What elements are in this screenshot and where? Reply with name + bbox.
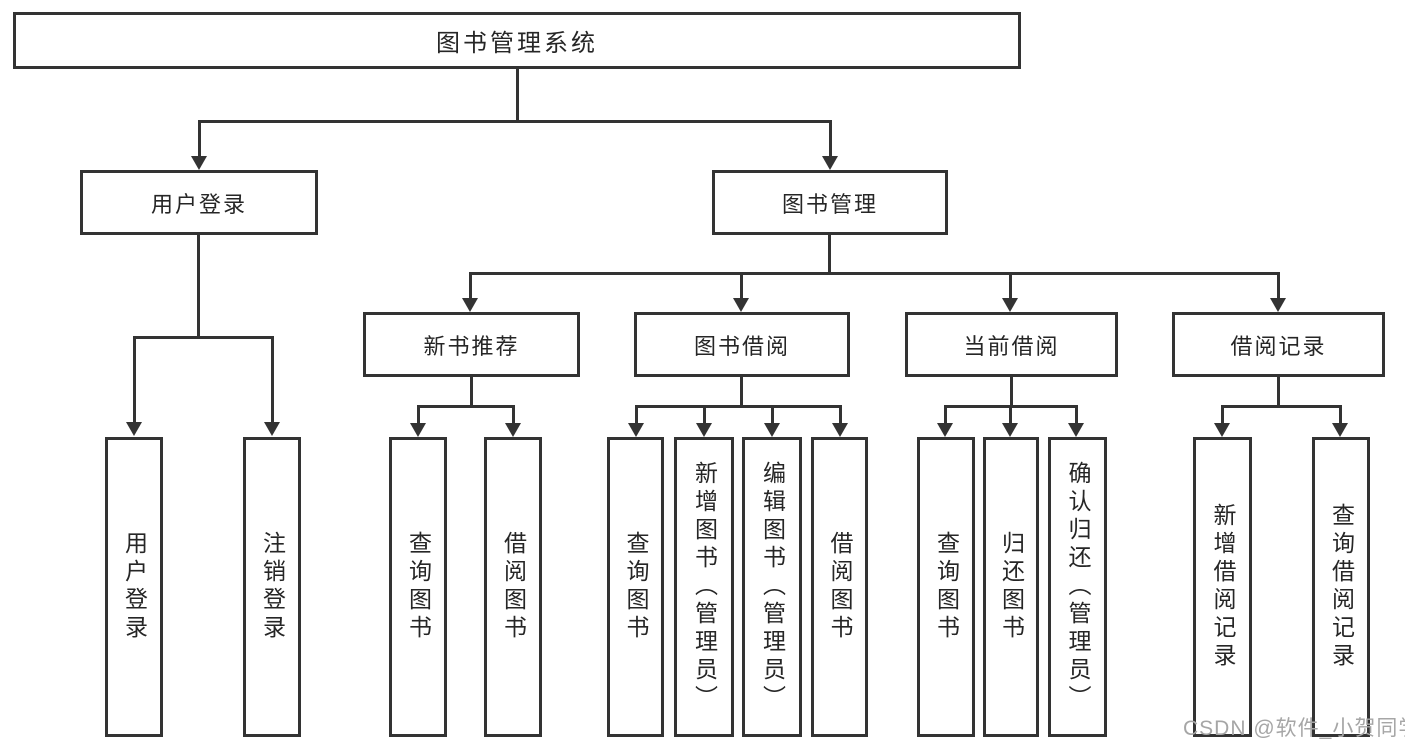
arrowhead-down (937, 423, 953, 437)
connector (635, 405, 638, 424)
node-borrowing-records: 借阅记录 (1172, 312, 1385, 377)
node-user-login: 用户登录 (80, 170, 318, 235)
leaf-logout: 注销登录 (243, 437, 301, 737)
connector (197, 233, 200, 338)
connector (1221, 405, 1342, 408)
connector (198, 120, 832, 123)
connector (516, 67, 519, 122)
arrowhead-down (1002, 423, 1018, 437)
node-book-borrowing-label: 图书借阅 (693, 333, 790, 359)
connector (1075, 405, 1078, 424)
node-user-login-label: 用户登录 (150, 191, 247, 217)
connector (198, 120, 201, 157)
arrowhead-down (832, 423, 848, 437)
leaf-borrow-book: 借阅图书 (811, 437, 868, 737)
leaf-add-book-admin-label: 新增图书（管理员） (691, 461, 718, 713)
node-borrowing-records-label: 借阅记录 (1230, 333, 1327, 359)
connector (1277, 375, 1280, 407)
arrowhead-down (1270, 298, 1286, 312)
arrowhead-down (462, 298, 478, 312)
connector (829, 120, 832, 157)
connector (1277, 272, 1280, 299)
connector (1009, 405, 1012, 424)
connector (417, 405, 420, 424)
connector (469, 272, 472, 299)
arrowhead-down (126, 422, 142, 436)
connector (771, 405, 774, 424)
arrowhead-down (1332, 423, 1348, 437)
leaf-return-book: 归还图书 (983, 437, 1039, 737)
arrowhead-down (696, 423, 712, 437)
leaf-query-book-current-label: 查询图书 (933, 531, 960, 643)
arrowhead-down (264, 422, 280, 436)
node-new-book-recommend: 新书推荐 (363, 312, 580, 377)
leaf-query-book-current: 查询图书 (917, 437, 975, 737)
node-new-book-recommend-label: 新书推荐 (423, 333, 520, 359)
leaf-edit-book-admin-label: 编辑图书（管理员） (759, 461, 786, 713)
connector (828, 233, 831, 274)
arrowhead-down (764, 423, 780, 437)
connector (839, 405, 842, 424)
arrowhead-down (191, 156, 207, 170)
connector (469, 272, 1279, 275)
leaf-edit-book-admin: 编辑图书（管理员） (742, 437, 802, 737)
node-current-borrowing: 当前借阅 (905, 312, 1118, 377)
leaf-confirm-return-admin: 确认归还（管理员） (1048, 437, 1107, 737)
node-book-management: 图书管理 (712, 170, 948, 235)
connector (703, 405, 706, 424)
connector (133, 336, 274, 339)
leaf-add-book-admin: 新增图书（管理员） (674, 437, 734, 737)
leaf-add-borrow-record-label: 新增借阅记录 (1210, 503, 1236, 671)
connector (1009, 272, 1012, 299)
connector (1221, 405, 1224, 424)
leaf-logout-label: 注销登录 (259, 531, 286, 643)
leaf-user-login: 用户登录 (105, 437, 163, 737)
arrowhead-down (1068, 423, 1084, 437)
leaf-confirm-return-admin-label: 确认归还（管理员） (1065, 461, 1091, 713)
connector (1010, 375, 1013, 407)
node-library-system: 图书管理系统 (13, 12, 1021, 69)
connector (470, 375, 473, 407)
leaf-query-book-borrowing-label: 查询图书 (623, 531, 649, 643)
connector (1339, 405, 1342, 424)
node-library-system-label: 图书管理系统 (436, 30, 598, 57)
leaf-borrow-book-recommend: 借阅图书 (484, 437, 542, 737)
arrowhead-down (1214, 423, 1230, 437)
leaf-query-borrow-record-label: 查询借阅记录 (1328, 503, 1355, 671)
connector (271, 336, 274, 423)
connector (635, 405, 841, 408)
arrowhead-down (822, 156, 838, 170)
node-book-borrowing: 图书借阅 (634, 312, 850, 377)
arrowhead-down (628, 423, 644, 437)
arrowhead-down (505, 423, 521, 437)
leaf-query-book-borrowing: 查询图书 (607, 437, 664, 737)
node-current-borrowing-label: 当前借阅 (963, 333, 1060, 359)
leaf-borrow-book-label: 借阅图书 (827, 531, 853, 643)
connector (133, 336, 136, 423)
leaf-add-borrow-record: 新增借阅记录 (1193, 437, 1252, 737)
connector (417, 405, 515, 408)
connector (740, 272, 743, 299)
connector (740, 375, 743, 407)
arrowhead-down (733, 298, 749, 312)
leaf-query-borrow-record: 查询借阅记录 (1312, 437, 1370, 737)
connector (944, 405, 947, 424)
node-book-management-label: 图书管理 (781, 191, 878, 217)
arrowhead-down (410, 423, 426, 437)
arrowhead-down (1002, 298, 1018, 312)
watermark: CSDN @软件_小贺同学 (1183, 717, 1405, 740)
leaf-borrow-book-recommend-label: 借阅图书 (500, 531, 527, 643)
leaf-user-login-label: 用户登录 (121, 531, 148, 643)
leaf-return-book-label: 归还图书 (998, 531, 1025, 643)
leaf-query-book-recommend-label: 查询图书 (405, 531, 432, 643)
connector (512, 405, 515, 424)
leaf-query-book-recommend: 查询图书 (389, 437, 447, 737)
